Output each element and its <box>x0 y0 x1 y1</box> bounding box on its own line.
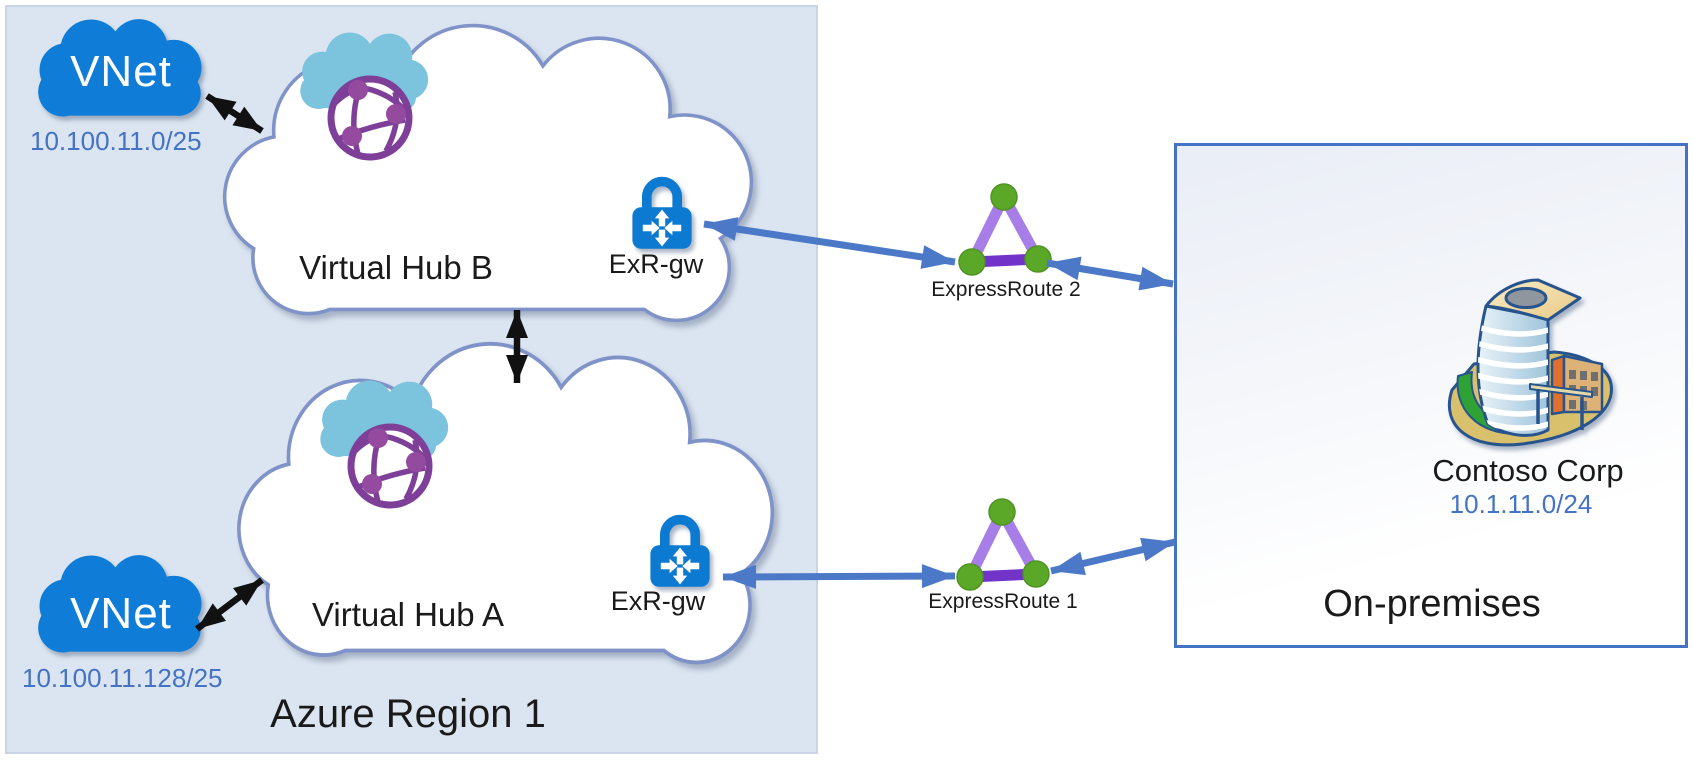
gateway-b-label: ExR-gw <box>608 249 704 279</box>
expressroute1-label: ExpressRoute 1 <box>928 590 1078 613</box>
expressroute-circuit-triangle-icon <box>958 183 1052 276</box>
expressroute2-label: ExpressRoute 2 <box>931 278 1081 301</box>
onprem-label: On-premises <box>1323 583 1541 625</box>
vnet-cloud-icon <box>38 19 202 117</box>
expressroute-circuit-triangle-icon <box>956 498 1050 591</box>
virtual-wan-globe-icon <box>320 380 449 509</box>
expressroute-gateway-lock-icon <box>632 176 692 249</box>
vnet-cidr: 10.100.11.0/25 <box>30 126 202 156</box>
company-label: Contoso Corp <box>1432 453 1624 488</box>
vnet-cidr: 10.100.11.128/25 <box>22 663 223 693</box>
hub-b-label: Virtual Hub B <box>299 249 493 286</box>
office-building-icon <box>1447 278 1613 447</box>
hub-a-label: Virtual Hub A <box>311 596 505 633</box>
vnet-cloud-icon <box>38 555 202 653</box>
expressroute-gateway-lock-icon <box>650 514 710 587</box>
expressroute1-to-onprem-arrow <box>1050 537 1176 576</box>
onprem-cidr: 10.1.11.0/24 <box>1449 489 1593 519</box>
vnet-label: VNet <box>70 47 172 96</box>
region-label: Azure Region 1 <box>270 692 546 736</box>
virtual-wan-globe-icon <box>300 32 429 161</box>
gateway-a-label: ExR-gw <box>610 586 706 616</box>
vnet-label: VNet <box>70 589 172 638</box>
